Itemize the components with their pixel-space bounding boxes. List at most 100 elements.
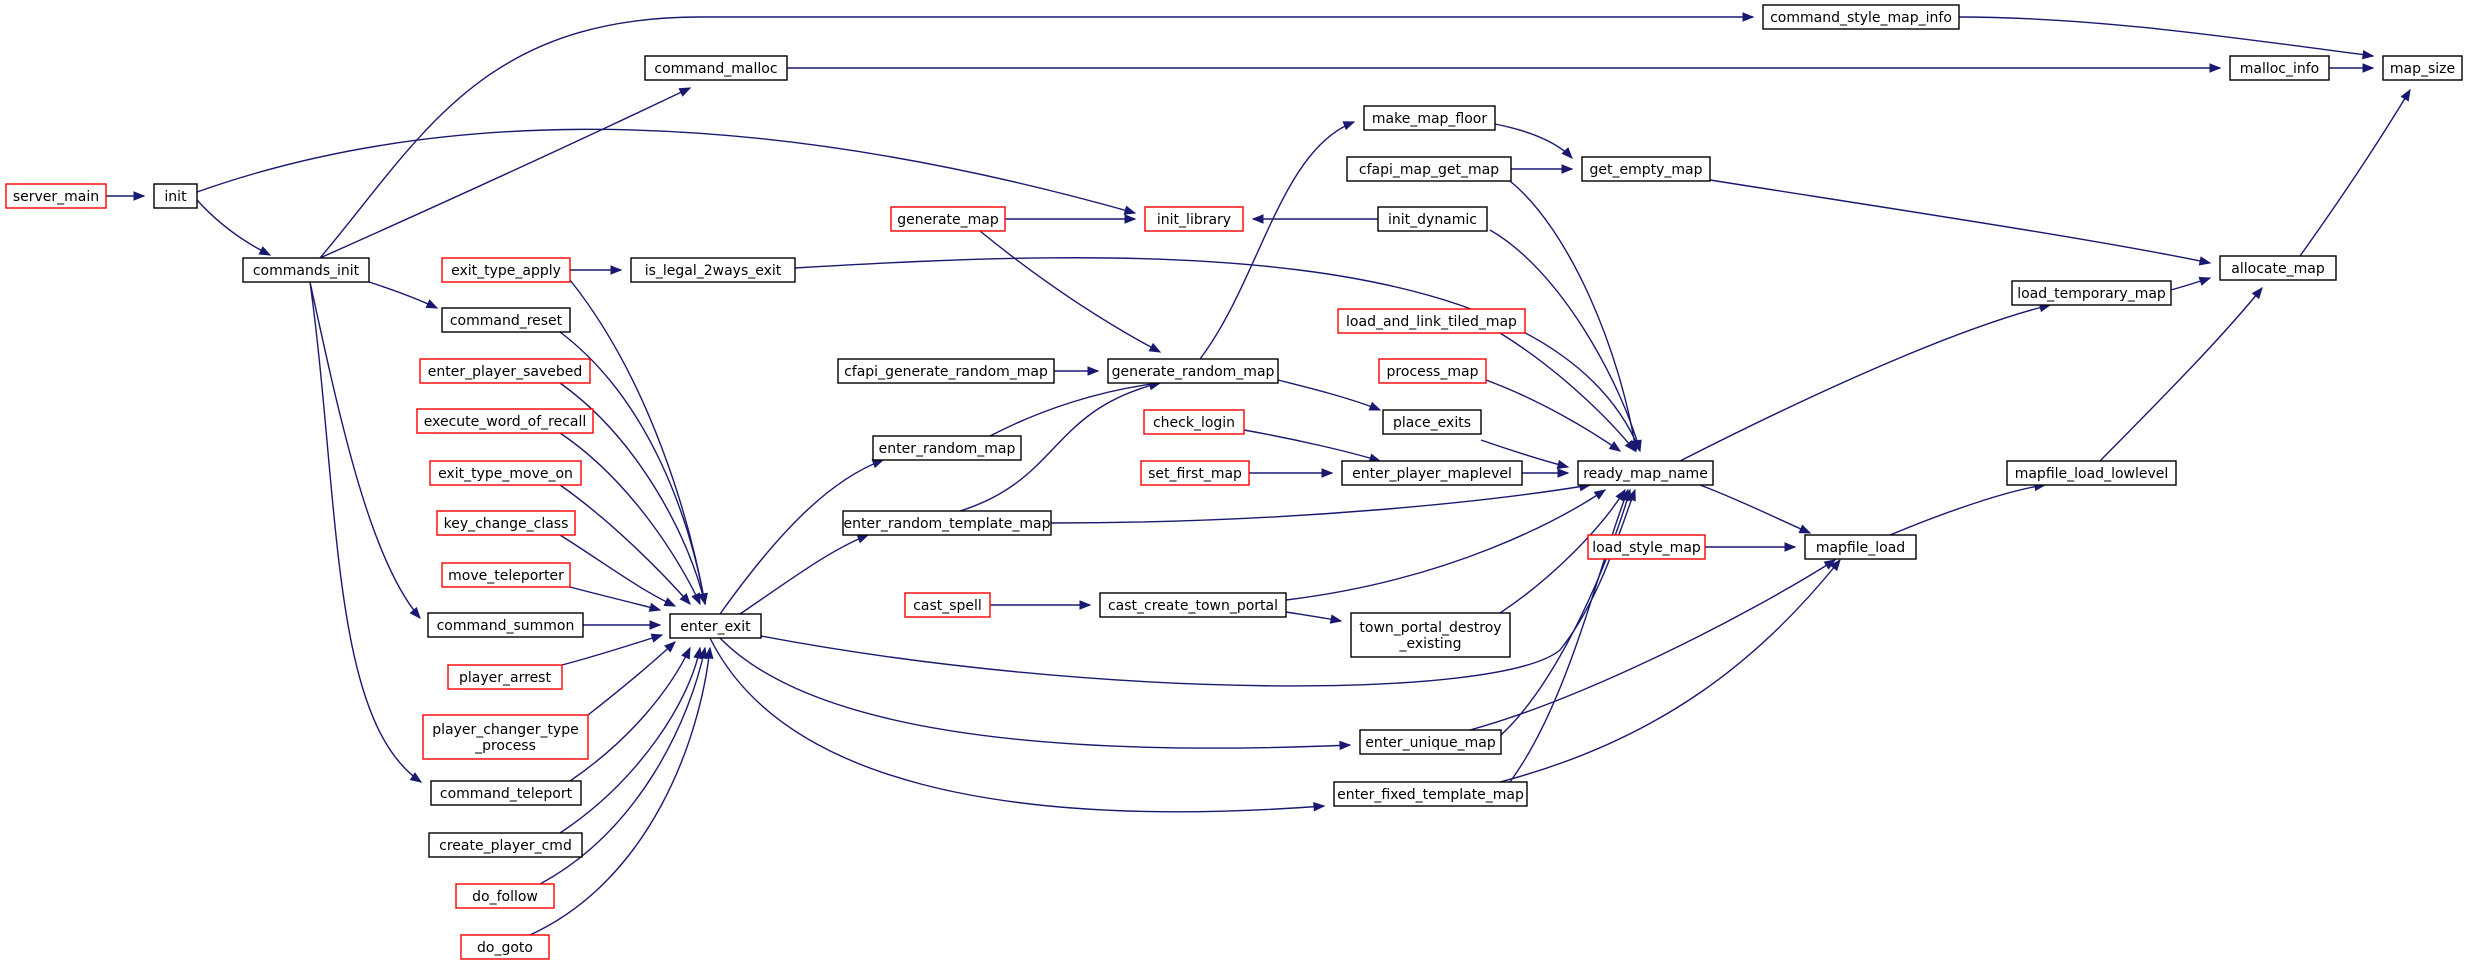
call-edge-set_first_map-to-enter_player_maplevel bbox=[1249, 468, 1334, 478]
arrowhead-icon bbox=[704, 646, 714, 659]
function-node-command_malloc[interactable]: command_malloc bbox=[644, 55, 788, 81]
call-edge-commands_init-to-command_summon bbox=[309, 281, 421, 620]
function-node-generate_map[interactable]: generate_map bbox=[890, 206, 1006, 232]
arrowhead-icon bbox=[664, 641, 676, 653]
function-node-is_legal_2ways_exit[interactable]: is_legal_2ways_exit bbox=[630, 257, 796, 283]
function-node-command_teleport[interactable]: command_teleport bbox=[430, 780, 582, 806]
function-node-enter_random_template_map[interactable]: enter_random_template_map bbox=[842, 510, 1052, 536]
node-box bbox=[1377, 206, 1488, 232]
function-node-do_goto[interactable]: do_goto bbox=[460, 934, 550, 960]
node-label: enter_random_map bbox=[879, 441, 1016, 457]
call-edge-commands_init-to-command_reset bbox=[368, 281, 439, 309]
node-box bbox=[1350, 612, 1511, 658]
function-node-ready_map_name[interactable]: ready_map_name bbox=[1577, 460, 1714, 486]
function-node-do_follow[interactable]: do_follow bbox=[455, 883, 555, 909]
function-node-player_changer_type_process[interactable]: player_changer_type_process bbox=[422, 714, 589, 760]
call-edge-cast_spell-to-cast_create_town_portal bbox=[990, 600, 1092, 610]
node-box bbox=[5, 183, 107, 209]
node-label: map_size bbox=[2390, 61, 2455, 77]
function-node-enter_unique_map[interactable]: enter_unique_map bbox=[1359, 729, 1502, 755]
function-node-place_exits[interactable]: place_exits bbox=[1382, 409, 1482, 435]
function-node-get_empty_map[interactable]: get_empty_map bbox=[1581, 156, 1711, 182]
function-node-enter_exit[interactable]: enter_exit bbox=[669, 613, 762, 639]
call-edge-is_legal_2ways_exit-to-ready_map_name bbox=[794, 257, 1641, 453]
function-node-make_map_floor[interactable]: make_map_floor bbox=[1363, 105, 1496, 131]
node-label: enter_unique_map bbox=[1365, 735, 1496, 751]
node-label: command_teleport bbox=[440, 786, 573, 802]
node-box bbox=[447, 664, 563, 690]
node-box bbox=[441, 562, 571, 588]
function-node-move_teleporter[interactable]: move_teleporter bbox=[441, 562, 571, 588]
function-node-mapfile_load[interactable]: mapfile_load bbox=[1804, 534, 1917, 560]
function-node-generate_random_map[interactable]: generate_random_map bbox=[1107, 358, 1279, 384]
arrowhead-icon bbox=[1329, 614, 1343, 624]
function-node-malloc_info[interactable]: malloc_info bbox=[2229, 55, 2330, 81]
function-node-town_portal_destroy_existing[interactable]: town_portal_destroy_existing bbox=[1350, 612, 1511, 658]
node-box bbox=[1346, 156, 1512, 182]
node-box bbox=[441, 257, 571, 283]
call-edge-init-to-commands_init bbox=[196, 199, 272, 256]
function-node-map_size[interactable]: map_size bbox=[2382, 55, 2463, 81]
function-node-cast_create_town_portal[interactable]: cast_create_town_portal bbox=[1099, 592, 1287, 618]
function-node-load_style_map[interactable]: load_style_map bbox=[1587, 534, 1706, 560]
call-edge-process_map-to-ready_map_name bbox=[1485, 379, 1622, 452]
function-node-server_main[interactable]: server_main bbox=[5, 183, 107, 209]
call-edge-command_teleport-to-enter_exit bbox=[569, 646, 691, 782]
function-node-enter_player_maplevel[interactable]: enter_player_maplevel bbox=[1341, 460, 1523, 486]
function-node-allocate_map[interactable]: allocate_map bbox=[2219, 255, 2337, 281]
arrowhead-icon bbox=[409, 772, 423, 783]
arrowhead-icon bbox=[1561, 164, 1574, 174]
function-node-cfapi_generate_random_map[interactable]: cfapi_generate_random_map bbox=[837, 358, 1055, 384]
node-box bbox=[2219, 255, 2337, 281]
function-node-check_login[interactable]: check_login bbox=[1143, 409, 1245, 435]
function-node-command_style_map_info[interactable]: command_style_map_info bbox=[1762, 4, 1960, 30]
function-node-enter_random_map[interactable]: enter_random_map bbox=[872, 435, 1022, 461]
call-edges bbox=[106, 12, 2411, 936]
node-box bbox=[1363, 105, 1496, 131]
node-label: set_first_map bbox=[1148, 466, 1242, 482]
function-node-execute_word_of_recall[interactable]: execute_word_of_recall bbox=[416, 408, 594, 434]
function-node-init[interactable]: init bbox=[153, 183, 198, 209]
arrowhead-icon bbox=[691, 592, 701, 606]
function-node-enter_fixed_template_map[interactable]: enter_fixed_template_map bbox=[1333, 781, 1528, 807]
function-node-key_change_class[interactable]: key_change_class bbox=[436, 510, 576, 536]
call-edge-player_changer_type_process-to-enter_exit bbox=[587, 641, 676, 716]
node-label: generate_map bbox=[897, 212, 999, 228]
function-node-create_player_cmd[interactable]: create_player_cmd bbox=[428, 832, 583, 858]
function-node-process_map[interactable]: process_map bbox=[1378, 358, 1487, 384]
node-label: mapfile_load bbox=[1816, 540, 1905, 556]
node-label: move_teleporter bbox=[448, 568, 564, 584]
node-label: cast_create_town_portal bbox=[1108, 598, 1278, 614]
function-node-command_reset[interactable]: command_reset bbox=[441, 307, 571, 333]
node-box bbox=[644, 55, 788, 81]
function-node-set_first_map[interactable]: set_first_map bbox=[1140, 460, 1250, 486]
function-node-commands_init[interactable]: commands_init bbox=[242, 257, 370, 283]
node-box bbox=[429, 460, 582, 486]
call-edge-commands_init-to-command_teleport bbox=[309, 281, 423, 783]
call-edge-load_style_map-to-mapfile_load bbox=[1705, 542, 1797, 552]
call-edge-server_main-to-init bbox=[106, 191, 146, 201]
call-edge-cfapi_map_get_map-to-get_empty_map bbox=[1510, 164, 1574, 174]
function-node-init_dynamic[interactable]: init_dynamic bbox=[1377, 206, 1488, 232]
arrowhead-icon bbox=[649, 620, 662, 630]
arrowhead-icon bbox=[1339, 740, 1352, 751]
node-box bbox=[1804, 534, 1917, 560]
function-node-load_temporary_map[interactable]: load_temporary_map bbox=[2011, 280, 2172, 306]
function-node-load_and_link_tiled_map[interactable]: load_and_link_tiled_map bbox=[1337, 308, 1526, 334]
function-node-exit_type_move_on[interactable]: exit_type_move_on bbox=[429, 460, 582, 486]
function-node-command_summon[interactable]: command_summon bbox=[427, 612, 584, 638]
node-box bbox=[428, 832, 583, 858]
function-node-exit_type_apply[interactable]: exit_type_apply bbox=[441, 257, 571, 283]
node-box bbox=[416, 408, 594, 434]
arrowhead-icon bbox=[871, 459, 885, 469]
node-box bbox=[1099, 592, 1287, 618]
node-label: place_exits bbox=[1393, 415, 1471, 431]
function-node-cast_spell[interactable]: cast_spell bbox=[904, 592, 991, 618]
node-label: command_summon bbox=[437, 618, 575, 634]
function-node-init_library[interactable]: init_library bbox=[1144, 206, 1244, 232]
function-node-enter_player_savebed[interactable]: enter_player_savebed bbox=[419, 358, 591, 384]
function-node-player_arrest[interactable]: player_arrest bbox=[447, 664, 563, 690]
function-node-cfapi_map_get_map[interactable]: cfapi_map_get_map bbox=[1346, 156, 1512, 182]
function-node-mapfile_load_lowlevel[interactable]: mapfile_load_lowlevel bbox=[2006, 460, 2177, 486]
